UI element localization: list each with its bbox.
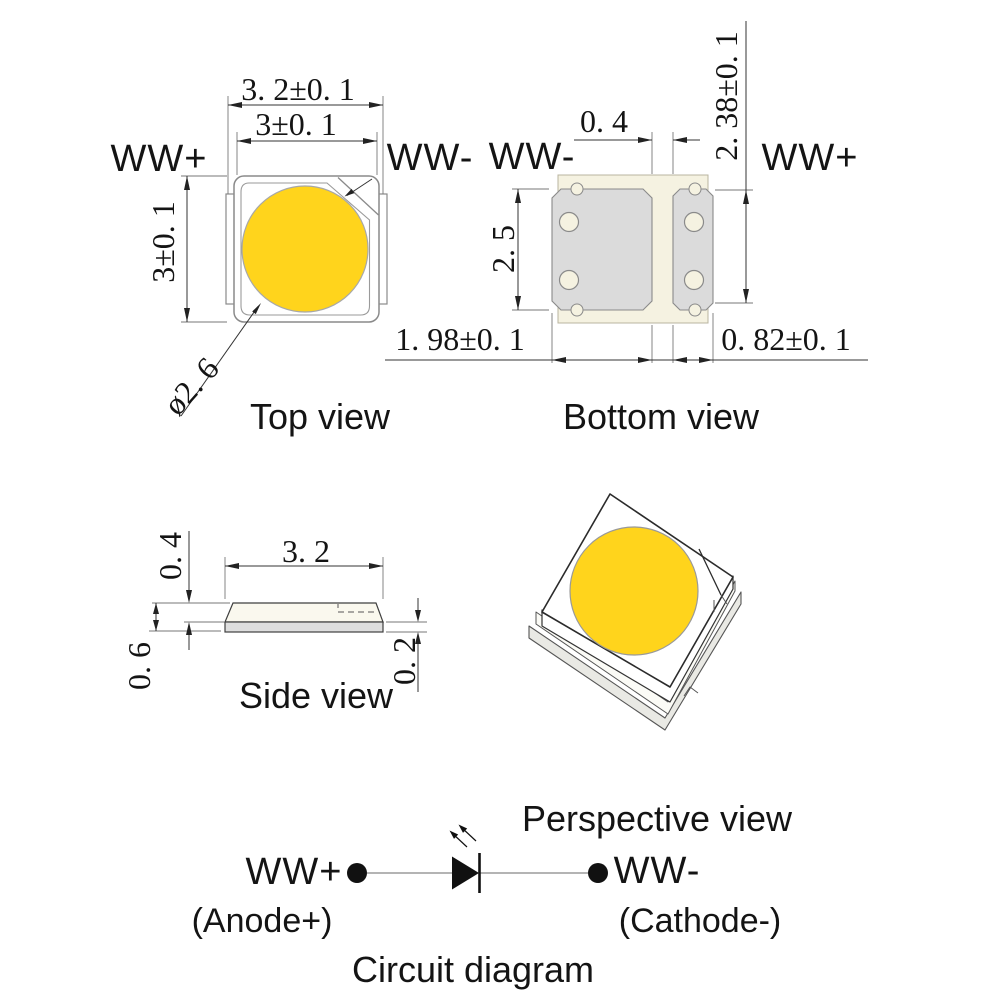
top-view-dimensions	[181, 96, 384, 323]
circuit-diagram-symbol	[347, 824, 608, 893]
top-view-dimension-arrows	[184, 102, 383, 322]
top-outer-width-dim: 3. 2±0. 1	[241, 71, 355, 107]
side-body-height-dim: 0. 4	[152, 532, 188, 580]
top-view-dimension-lines	[186, 104, 383, 322]
bottom-view-dimension-arrows	[515, 137, 749, 363]
cathode-sub-label: (Cathode-)	[618, 902, 782, 940]
top-view-cathode-chamfer	[337, 177, 379, 216]
circuit-anode-label: WW+	[245, 851, 343, 893]
right-pad-width-dim: 0. 82±0. 1	[721, 321, 851, 357]
diode-triangle	[452, 856, 479, 890]
perspective-chamfer-line	[698, 548, 722, 596]
side-width-dim: 3. 2	[282, 533, 330, 569]
side-view-dimension-arrows	[153, 563, 421, 644]
bottom-left-terminal-label: WW-	[488, 136, 576, 178]
led-emission-arrows	[449, 824, 477, 848]
perspective-base-layer	[528, 591, 742, 731]
side-view-title: Side view	[238, 675, 394, 716]
bottom-right-terminal-label: WW+	[761, 137, 859, 179]
top-left-terminal-label: WW+	[110, 138, 208, 180]
circuit-diagram-title: Circuit diagram	[351, 949, 595, 990]
anode-dot	[347, 863, 367, 883]
top-face-width-dim: 3±0. 1	[255, 106, 337, 142]
perspective-castellation-notches	[683, 594, 728, 697]
top-view-inner-face	[240, 182, 371, 316]
circuit-cathode-label: WW-	[613, 850, 701, 892]
perspective-emitter-circle	[569, 526, 699, 656]
bottom-view-via-holes	[558, 211, 705, 291]
side-view-package	[224, 602, 384, 633]
pad-gap-dim: 0. 4	[580, 103, 628, 139]
bottom-view-title: Bottom view	[562, 396, 760, 437]
perspective-view-title: Perspective view	[521, 798, 793, 839]
left-pad-width-dim: 1. 98±0. 1	[395, 321, 525, 357]
side-view-extension-lines	[149, 557, 427, 633]
cathode-dot	[588, 863, 608, 883]
side-view-base-metal	[224, 621, 384, 633]
top-right-terminal-label: WW-	[386, 137, 474, 179]
chamfer-leader-arrow	[344, 188, 355, 197]
bottom-view-pad-notches	[570, 182, 702, 317]
bottom-view-right-pad	[672, 188, 714, 311]
top-height-dim: 3±0. 1	[145, 201, 181, 283]
perspective-ledge-layer	[535, 580, 736, 715]
top-view-title: Top view	[249, 396, 391, 437]
side-total-height-dim: 0. 6	[121, 642, 157, 690]
right-pad-height-dim: 2. 38±0. 1	[708, 31, 744, 161]
diameter-leader-arrow	[252, 303, 261, 315]
top-view-package	[180, 175, 388, 417]
top-view-emitter-circle	[241, 185, 369, 313]
anode-sub-label: (Anode+)	[191, 902, 333, 940]
left-pad-height-dim: 2. 5	[485, 225, 521, 273]
bottom-view-package	[551, 174, 714, 324]
bottom-view-left-pad	[551, 188, 653, 311]
diameter-leader-line	[180, 306, 259, 417]
bottom-view-dimension-lines	[385, 21, 868, 361]
perspective-view-package	[528, 493, 742, 731]
